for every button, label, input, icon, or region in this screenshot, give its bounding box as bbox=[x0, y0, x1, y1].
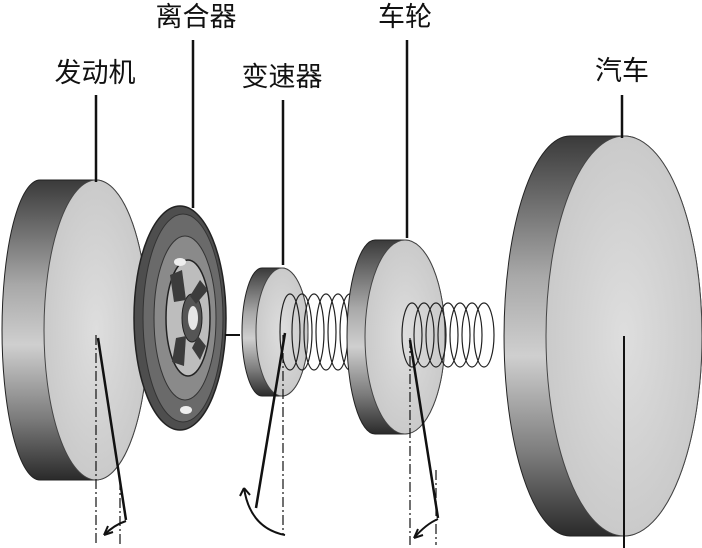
wheel-disc bbox=[346, 239, 446, 435]
torque-indicators bbox=[96, 332, 440, 521]
gearbox-disc bbox=[241, 267, 309, 397]
clutch-disc bbox=[133, 205, 240, 431]
wheel-label: 车轮 bbox=[378, 2, 432, 33]
spring-2-icon bbox=[401, 302, 495, 368]
curved-arrow-icon bbox=[413, 518, 439, 539]
car-disc bbox=[503, 135, 702, 537]
curved-arrow-icon bbox=[103, 520, 127, 536]
clutch-label: 离合器 bbox=[156, 2, 237, 33]
leader-lines bbox=[94, 40, 624, 265]
engine-disc bbox=[1, 179, 149, 481]
gearbox-label: 变速器 bbox=[242, 62, 323, 93]
engine-label: 发动机 bbox=[55, 58, 136, 89]
curved-arrow-icon bbox=[239, 487, 286, 536]
car-label: 汽车 bbox=[595, 56, 649, 87]
